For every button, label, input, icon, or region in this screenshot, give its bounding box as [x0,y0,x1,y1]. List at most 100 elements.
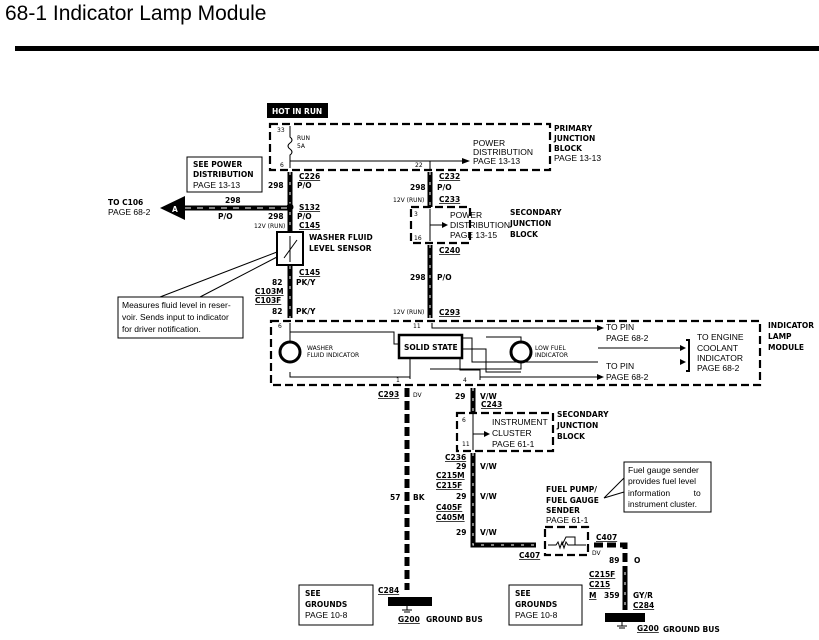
pin-number: 22 [415,162,423,169]
connector-label: C407 [596,533,617,542]
to-pin-page[interactable]: PAGE 68-2 [606,372,649,382]
pin-number: 11 [413,323,421,330]
fuse-rating: 5A [297,143,306,150]
wire-color: P/O [437,183,452,192]
sec-jb-label: SECONDARY [510,208,562,217]
see-grounds-label: GROUNDS [305,600,347,609]
pin-number: 33 [277,127,285,134]
wire-color: P/O [437,273,452,282]
to-pin-page[interactable]: PAGE 68-2 [606,333,649,343]
circuit-number: 82 [272,278,282,287]
to-c106-page[interactable]: PAGE 68-2 [108,207,151,217]
circuit-number: 359 [604,591,620,600]
connector-label: C215 [589,580,610,589]
connector-label: C236 [445,453,466,462]
connector-label: C145 [299,268,320,277]
circuit-number: 29 [456,492,466,501]
ground-icon [617,622,627,629]
connector-label: C215F [589,570,615,579]
indicator-label: WASHER [307,345,333,352]
dest-label: DISTRIBUTION [450,220,510,230]
connector-label: C293 [378,390,399,399]
note-text: voir. Sends input to indicator [122,312,229,322]
see-grounds-page[interactable]: PAGE 10-8 [305,610,348,620]
internal-circuit [289,323,598,380]
voltage-label: 12V (RUN) [393,309,424,316]
coolant-label: TO ENGINE [697,332,744,342]
sender-label: SENDER [546,506,580,515]
ground-icon [402,606,412,613]
washer-lamp-icon [278,340,302,364]
indicator-label: INDICATOR [535,352,568,359]
ic-page[interactable]: PAGE 61-1 [492,439,535,449]
dv-label: DV [592,550,602,557]
sender-label: FUEL GAUGE [546,496,599,505]
to-c106-label: TO C106 [108,198,143,207]
fuse-symbol [287,126,293,168]
connector-label: C145 [299,221,320,230]
washer-note-box [117,296,244,339]
see-power-label: SEE POWER [193,160,243,169]
dest-page[interactable]: PAGE 13-13 [473,156,520,166]
sec-jb-label: BLOCK [557,432,586,441]
arrow-icon [442,222,448,228]
ground-bus-bar [605,613,645,622]
hot-in-run-label: HOT IN RUN [272,107,322,116]
see-grounds-page[interactable]: PAGE 10-8 [515,610,558,620]
connector-label: C405F [436,503,462,512]
circuit-number: 298 [225,196,241,205]
wire-color: O [634,556,640,565]
circuit-number: 89 [609,556,619,565]
splice-label: S132 [299,203,320,212]
connector-label: C240 [439,246,460,255]
ic-label: INSTRUMENT [492,417,548,427]
dest-label: POWER [473,138,505,148]
circuit-number: 298 [410,273,426,282]
coolant-page[interactable]: PAGE 68-2 [697,363,740,373]
wire-color: PK/Y [296,307,316,316]
sec-jb-label: JUNCTION [509,219,551,228]
circuit-number: 29 [456,462,466,471]
circuit-number: 29 [456,528,466,537]
sender-resistor-icon [548,536,586,550]
dest-label: DISTRIBUTION [473,147,533,157]
low-fuel-lamp-icon [509,340,533,364]
solid-state-label: SOLID STATE [404,343,458,352]
pin-number: 4 [463,377,467,384]
circuit-number: 298 [268,181,284,190]
sec-jb-label: SECONDARY [557,410,609,419]
hot-in-run-box [267,103,328,118]
pin-number: 6 [462,417,466,424]
indicator-lamp-module [269,319,762,387]
see-power-distribution-box [186,156,263,193]
to-pin-label: TO PIN [606,322,634,332]
note-text: Measures fluid level in reser- [122,300,231,310]
connector-label: C405M [436,513,465,522]
see-grounds-label: GROUNDS [515,600,557,609]
to-pin-label: TO PIN [606,361,634,371]
connector-label: C407 [519,551,540,560]
wire-color: P/O [297,212,312,221]
sender-page[interactable]: PAGE 61-1 [546,515,589,525]
pin-number: 6 [280,162,284,169]
connector-label: C243 [481,400,502,409]
wire-color: V/W [480,462,498,471]
ilm-label: MODULE [768,343,804,352]
voltage-label: 12V (RUN) [254,223,285,230]
note-text: information to [628,488,701,498]
see-power-label: DISTRIBUTION [193,170,253,179]
arrow-icon [462,158,470,164]
dest-page[interactable]: PAGE 13-15 [450,230,497,240]
note-text: for driver notification. [122,324,201,334]
connector-label: C226 [299,172,320,181]
circuit-number: 57 [390,493,400,502]
connector-label: C215M [436,471,465,480]
off-page-arrow-a[interactable] [160,196,185,220]
see-power-page[interactable]: PAGE 13-13 [193,180,240,190]
connector-label: C284 [633,601,654,610]
fuel-sender-block [543,525,590,557]
sec-jb-label: JUNCTION [556,421,598,430]
circuit-number: 298 [410,183,426,192]
connector-label: M [589,591,596,600]
ilm-label: INDICATOR [768,321,814,330]
